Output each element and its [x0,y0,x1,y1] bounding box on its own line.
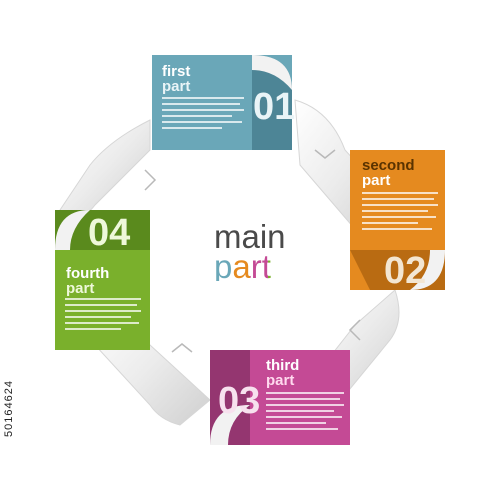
chevron-icon [348,319,361,341]
main-part-title: main part [214,218,286,283]
panel-first [152,55,292,150]
filler-lines-first [162,97,244,129]
panel-second-title: second part [362,158,415,188]
panel-first-title: first part [162,64,190,94]
panel-first-word1: first [162,63,191,80]
main-title-line1: main [214,218,286,255]
page-curl [55,210,90,250]
panel-third-number: 03 [218,380,261,422]
filler-lines-fourth [65,298,141,330]
panel-second-word2: part [362,172,391,189]
panel-fourth-title: fourth part [66,266,109,296]
filler-lines-third [266,392,344,430]
page-curl [252,55,292,90]
chevron-icon [314,149,336,159]
panel-fourth [55,210,150,350]
panel-third-word2: part [266,372,295,389]
side-caption: 50164624 [3,380,15,437]
ribbon-top-left [59,119,151,217]
panel-first-number: 01 [253,86,296,128]
panel-fourth-word1: fourth [66,265,110,282]
chevron-icon [171,343,193,353]
panel-second [350,150,445,290]
chevron-icon [144,169,157,191]
filler-lines-second [362,192,438,230]
panel-third-word1: third [266,357,300,374]
page-curl [210,405,250,445]
panel-fourth-word2: part [66,280,95,297]
panel-fourth-number: 04 [88,212,131,254]
page-curl [410,250,445,290]
panel-third-title: third part [266,358,299,388]
panel-second-word1: second [362,157,415,174]
panel-second-number: 02 [384,250,427,292]
main-title-line2: part [214,250,286,283]
panel-first-word2: part [162,78,191,95]
